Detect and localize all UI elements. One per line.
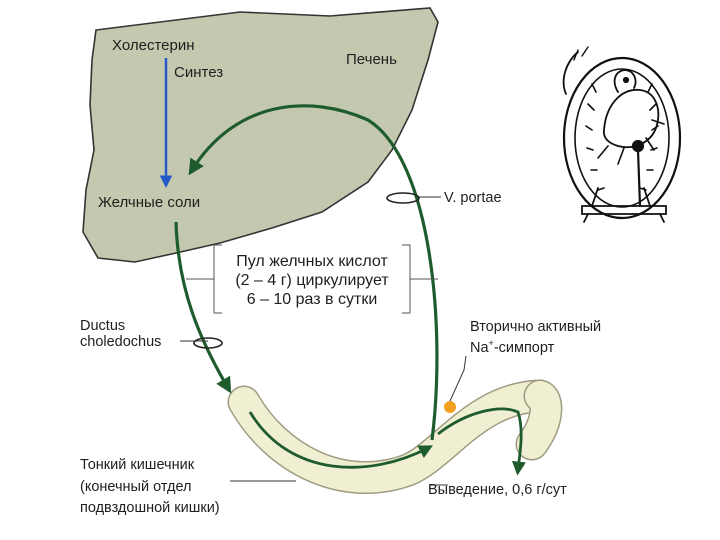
excretion-label: Выведение, 0,6 г/сут: [428, 482, 567, 498]
portal-vein-ring: [386, 192, 420, 204]
transport-label-line-2: Na+-симпорт: [470, 338, 555, 356]
excretion-arrow: [437, 407, 526, 476]
intestine-label-line-1: Тонкий кишечник: [80, 457, 195, 473]
duct-ring: [193, 337, 223, 349]
intestine-label-line-2: (конечный отдел: [80, 479, 192, 495]
hamster-wheel-icon: [562, 46, 682, 223]
duct-label-line-1: Ductus: [80, 318, 125, 334]
cholesterol-label: Холестерин: [112, 37, 195, 54]
bile-duct-arrow: [174, 221, 232, 394]
intestinal-flow-arrow: [248, 411, 433, 469]
portal-return-arrow: [188, 104, 439, 441]
liver-shape: [82, 7, 439, 263]
pool-line-1: Пул желчных кислот: [236, 253, 388, 270]
transport-label-line-1: Вторично активный: [470, 319, 601, 335]
bile-salts-label: Желчные соли: [98, 194, 200, 211]
synthesis-label: Синтез: [174, 64, 223, 81]
duct-label-line-2: choledochus: [80, 334, 161, 350]
pool-line-2: (2 – 4 г) циркулирует: [235, 272, 389, 289]
bile-acid-pool-box: Пул желчных кислот (2 – 4 г) циркулирует…: [186, 244, 438, 314]
pool-line-3: 6 – 10 раз в сутки: [247, 291, 378, 308]
transporter-dot: [444, 401, 456, 413]
liver-label: Печень: [346, 51, 397, 68]
intestine-label-line-3: подвздошной кишки): [80, 500, 220, 516]
portal-vein-label: V. portae: [444, 190, 502, 206]
transport-leader-line: [449, 355, 467, 402]
